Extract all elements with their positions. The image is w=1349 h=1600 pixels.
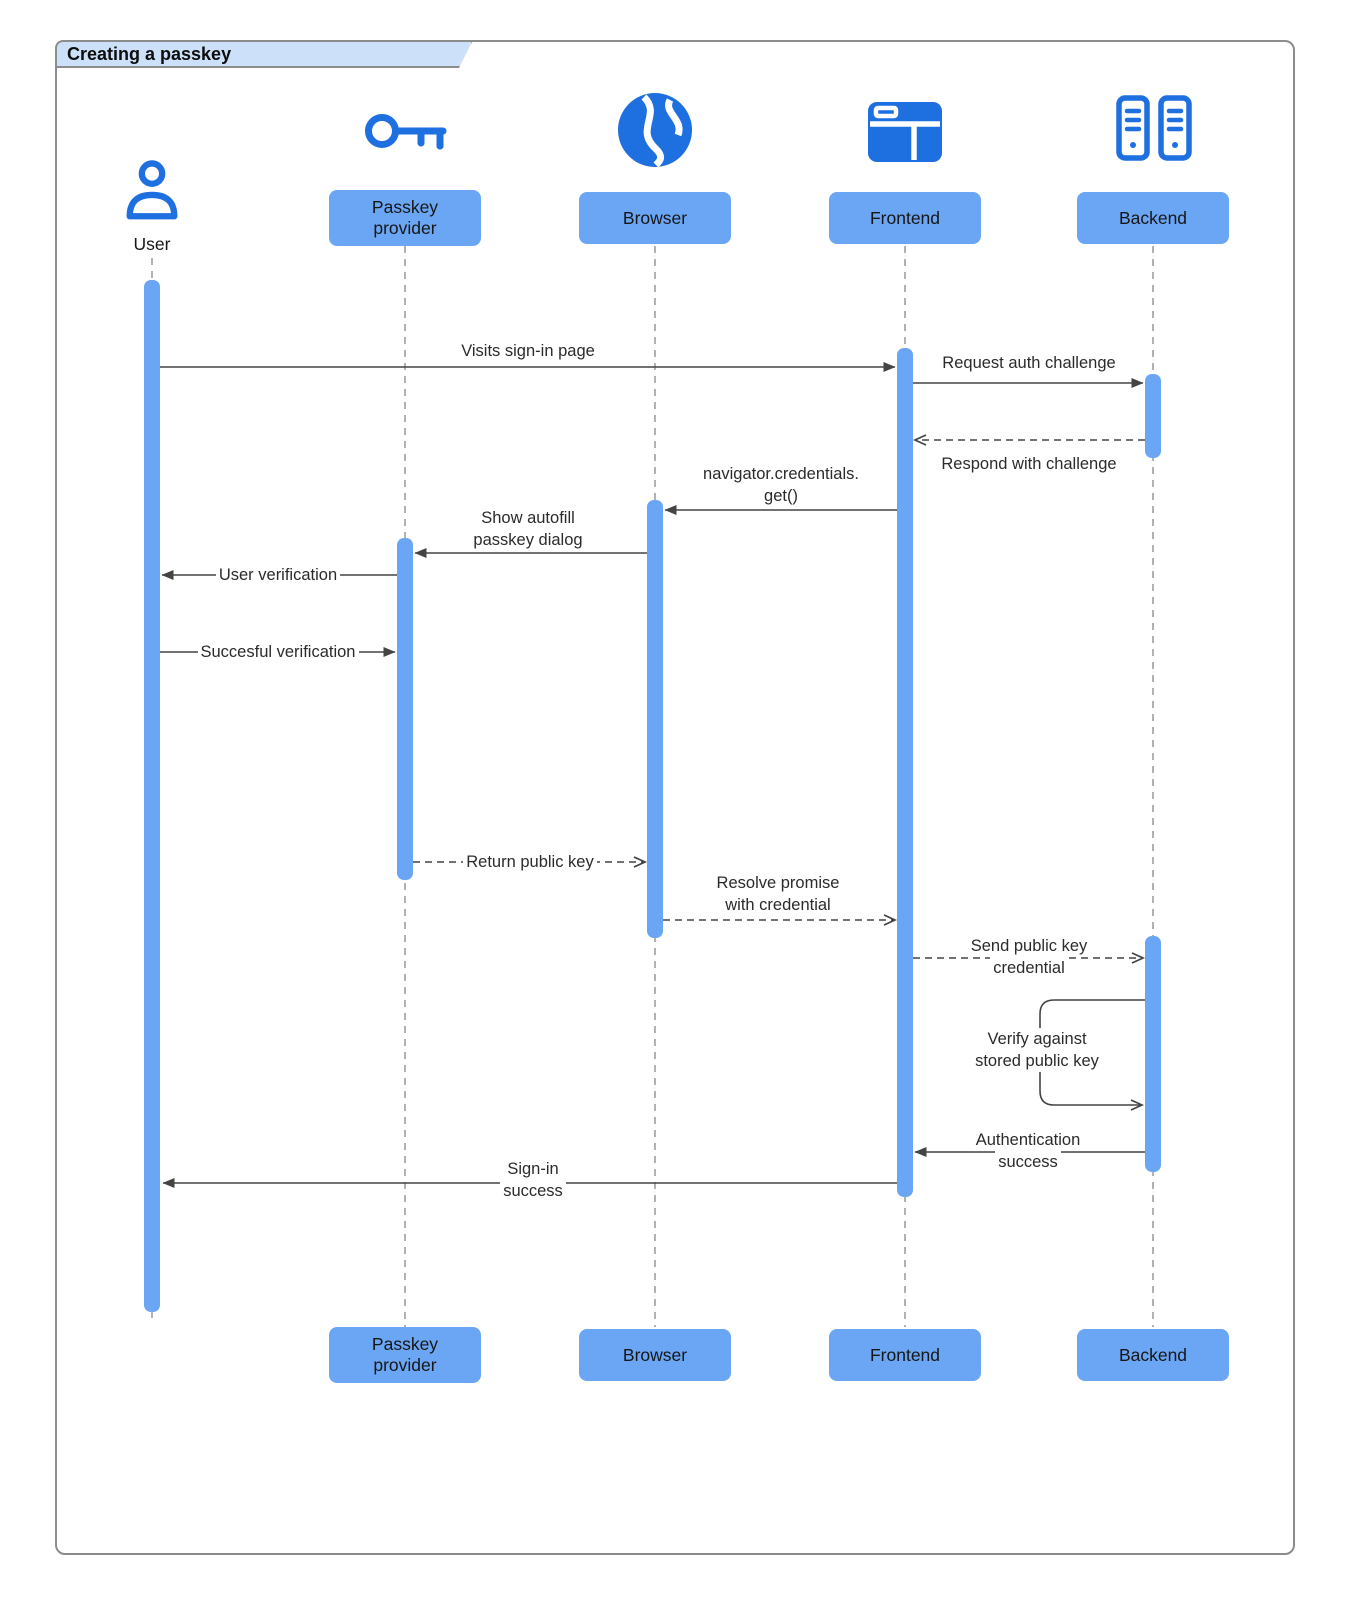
- activation-bar-backend-1: [1145, 374, 1161, 458]
- message-label-show-autofill-passkey-dialog: Show autofill passkey dialog: [428, 507, 628, 551]
- message-label-send-public-key-credential: Send public key credential: [929, 935, 1129, 979]
- activation-bar-passkey-provider: [397, 538, 413, 880]
- actor-node-label: Browser: [622, 1344, 688, 1365]
- message-label-navigator-credentials-get: navigator.credentials. get(): [681, 463, 881, 507]
- actor-node-backend-bottom: Backend: [1077, 1329, 1229, 1381]
- actor-node-label: Passkey provider: [371, 197, 439, 238]
- message-label-sign-in-success: Sign-in success: [433, 1158, 633, 1202]
- actor-label-user: User: [133, 234, 171, 254]
- diagram-title-tab: Creating a passkey: [55, 40, 473, 68]
- key-icon: [361, 100, 449, 162]
- diagram-frame: [55, 40, 1295, 1555]
- actor-node-passkey-provider-top: Passkey provider: [329, 190, 481, 246]
- actor-node-browser-top: Browser: [579, 192, 731, 244]
- message-label-respond-with-challenge: Respond with challenge: [924, 453, 1134, 475]
- server-icon: [1114, 95, 1194, 161]
- activation-bar-browser: [647, 500, 663, 938]
- message-label-authentication-success: Authentication success: [928, 1129, 1128, 1173]
- actor-node-frontend-bottom: Frontend: [829, 1329, 981, 1381]
- activation-bar-user: [144, 280, 160, 1312]
- message-label-verify-against-stored-public-key: Verify against stored public key: [937, 1028, 1137, 1072]
- actor-node-frontend-top: Frontend: [829, 192, 981, 244]
- actor-node-label: Frontend: [869, 207, 941, 228]
- message-label-succesful-verification: Succesful verification: [178, 641, 378, 663]
- message-label-user-verification: User verification: [178, 564, 378, 586]
- actor-node-label: Passkey provider: [371, 1334, 439, 1375]
- activation-bar-backend-2: [1145, 936, 1161, 1172]
- actor-node-passkey-provider-bottom: Passkey provider: [329, 1327, 481, 1383]
- actor-node-backend-top: Backend: [1077, 192, 1229, 244]
- actor-node-browser-bottom: Browser: [579, 1329, 731, 1381]
- activation-bar-frontend: [897, 348, 913, 1197]
- actor-node-label: Backend: [1118, 207, 1188, 228]
- actor-node-label: Backend: [1118, 1344, 1188, 1365]
- browser-window-icon: [866, 100, 944, 164]
- message-label-request-auth-challenge: Request auth challenge: [924, 352, 1134, 374]
- actor-node-label: Frontend: [869, 1344, 941, 1365]
- actor-node-label: Browser: [622, 207, 688, 228]
- person-icon: [121, 158, 183, 228]
- globe-icon: [616, 91, 694, 169]
- diagram-title: Creating a passkey: [67, 43, 232, 64]
- message-label-resolve-promise-with-credential: Resolve promise with credential: [678, 872, 878, 916]
- message-label-return-public-key: Return public key: [430, 851, 630, 873]
- message-label-visits-sign-in-page: Visits sign-in page: [428, 340, 628, 362]
